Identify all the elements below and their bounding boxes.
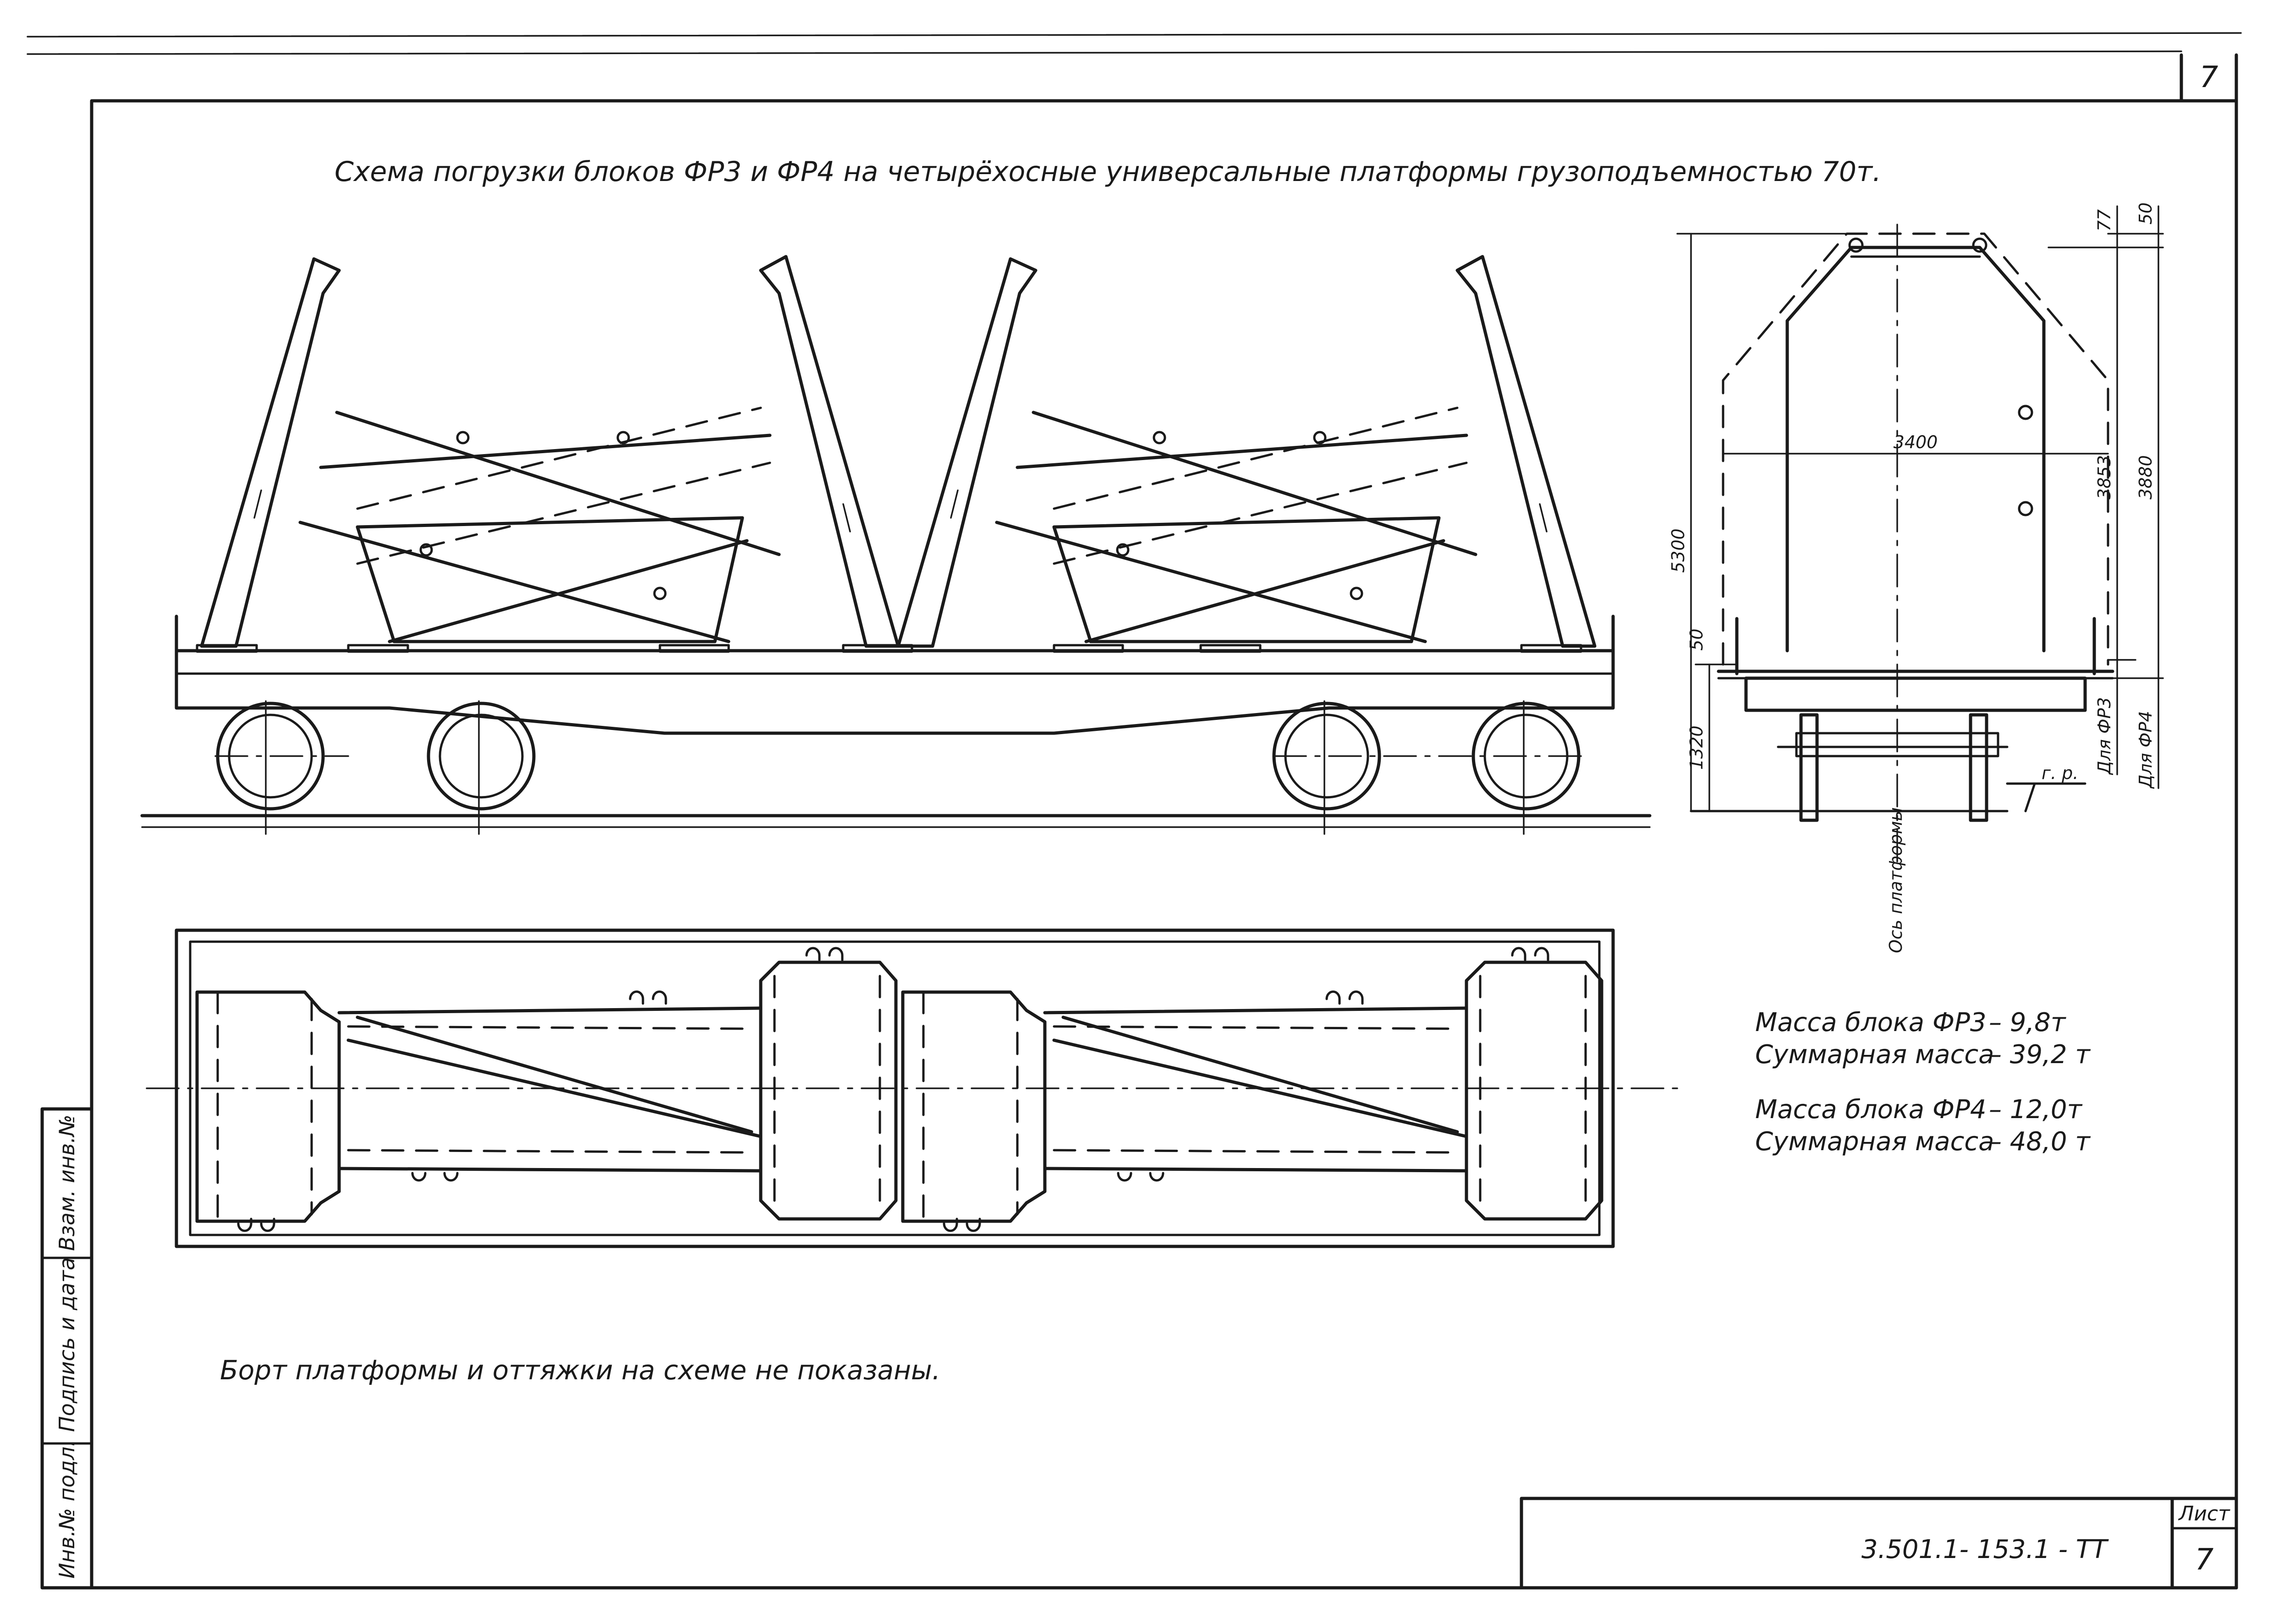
wheel — [427, 700, 536, 835]
hidden-brace — [356, 406, 762, 510]
tilted-slab-right — [1455, 255, 1597, 648]
block-pair-right — [896, 255, 1597, 648]
trough-block — [356, 516, 744, 643]
brace — [995, 521, 1427, 643]
plan-brace — [337, 1006, 763, 1015]
dim-50-left: 50 — [1686, 629, 1707, 651]
tilted-slab-left — [896, 257, 1038, 648]
mass-label: Суммарная масса — [1755, 1127, 1994, 1157]
plan-block — [1465, 960, 1603, 1221]
deck-pad — [1520, 644, 1582, 653]
drawing-note: Борт платформы и оттяжки на схеме не пок… — [220, 1355, 940, 1386]
rail-level-label: г. р. — [2042, 763, 2078, 783]
dim-5300: 5300 — [1668, 528, 1688, 573]
stamp-frame — [40, 1107, 93, 1590]
label-for-fr4: Для ФР4 — [2136, 711, 2156, 789]
brace — [319, 433, 772, 469]
deck-pad — [1053, 644, 1124, 653]
title-block: 3.501.1- 153.1 - ТТ Лист 7 — [1520, 1497, 2238, 1590]
end-wheel-left — [1799, 713, 1819, 822]
loading-gauge — [1722, 232, 2109, 666]
end-frame — [1744, 676, 2087, 712]
tilted-slab-left — [200, 257, 341, 648]
plan-block — [759, 960, 898, 1221]
plan-brace — [337, 1167, 763, 1173]
deck-pad — [659, 644, 730, 653]
mass-value: – 48,0 т — [1989, 1127, 2091, 1157]
plan-block — [901, 990, 1047, 1223]
stamp-sign-date: Подпись и дата — [55, 1257, 79, 1432]
platform-axis-label: Ось платформы — [1886, 807, 1906, 953]
brace — [1016, 433, 1468, 469]
plan-brace — [1052, 1038, 1468, 1138]
plan-brace — [1043, 1006, 1468, 1015]
stamp-vzam-inv: Взам. инв.№ — [55, 1114, 79, 1251]
dim-3880: 3880 — [2136, 455, 2156, 499]
sheet-label: Лист — [2178, 1502, 2230, 1525]
mass-table: Масса блока ФР3 – 9,8т Суммарная масса –… — [1755, 1008, 2091, 1157]
brace — [298, 521, 730, 643]
platform-frame — [175, 649, 1615, 735]
plan-group-right — [901, 947, 1603, 1232]
side-view — [140, 255, 1652, 835]
drawing-title: Схема погрузки блоков ФР3 и ФР4 на четыр… — [335, 156, 1881, 188]
block-silhouette — [1785, 246, 2046, 653]
end-wheel-right — [1969, 713, 1988, 822]
brace — [1084, 539, 1445, 643]
plan-view — [146, 928, 1678, 1248]
deck-pad — [1199, 644, 1262, 653]
plan-brace — [1043, 1167, 1468, 1173]
doc-code: 3.501.1- 153.1 - ТТ — [1861, 1535, 2109, 1564]
brace — [335, 411, 781, 556]
dim-77: 77 — [2094, 209, 2114, 231]
stamp-inv-podl: Инв.№ подл. — [55, 1440, 79, 1579]
mass-value: – 12,0т — [1989, 1095, 2082, 1125]
title-block-frame — [1520, 1497, 2238, 1590]
mass-label: Масса блока ФР3 — [1755, 1008, 1986, 1037]
top-edge-line — [27, 32, 2242, 38]
mass-value: – 9,8т — [1989, 1008, 2066, 1037]
end-view: г. р. Ось платформы 3400 5300 1320 50 77… — [1668, 203, 2164, 953]
block-pair-left — [200, 255, 900, 648]
deck-pad — [347, 644, 409, 653]
left-stamp: Инв.№ подл. Подпись и дата Взам. инв.№ — [40, 1107, 93, 1590]
dim-1320: 1320 — [1686, 725, 1707, 770]
mass-value: – 39,2 т — [1989, 1040, 2091, 1070]
brace — [1032, 411, 1477, 556]
brace — [388, 539, 749, 643]
top-edge-line-2 — [27, 50, 2182, 55]
plan-group-left — [195, 947, 898, 1232]
hidden-brace — [1053, 406, 1459, 510]
hidden-brace — [356, 461, 771, 565]
corner-page-number: 7 — [2200, 60, 2218, 94]
plan-block — [195, 990, 341, 1223]
dim-3853: 3853 — [2094, 455, 2114, 499]
plan-brace — [346, 1038, 763, 1138]
hidden-brace — [1053, 461, 1468, 565]
drawing-frame — [90, 99, 2238, 1590]
sheet-number: 7 — [2195, 1543, 2214, 1577]
label-for-fr3: Для ФР3 — [2094, 697, 2114, 775]
dim-50-top: 50 — [2136, 203, 2156, 225]
dim-3400: 3400 — [1894, 432, 1938, 452]
trough-block — [1052, 516, 1441, 643]
mass-label: Суммарная масса — [1755, 1040, 1994, 1070]
mass-label: Масса блока ФР4 — [1755, 1095, 1986, 1125]
tilted-slab-right — [759, 255, 900, 648]
